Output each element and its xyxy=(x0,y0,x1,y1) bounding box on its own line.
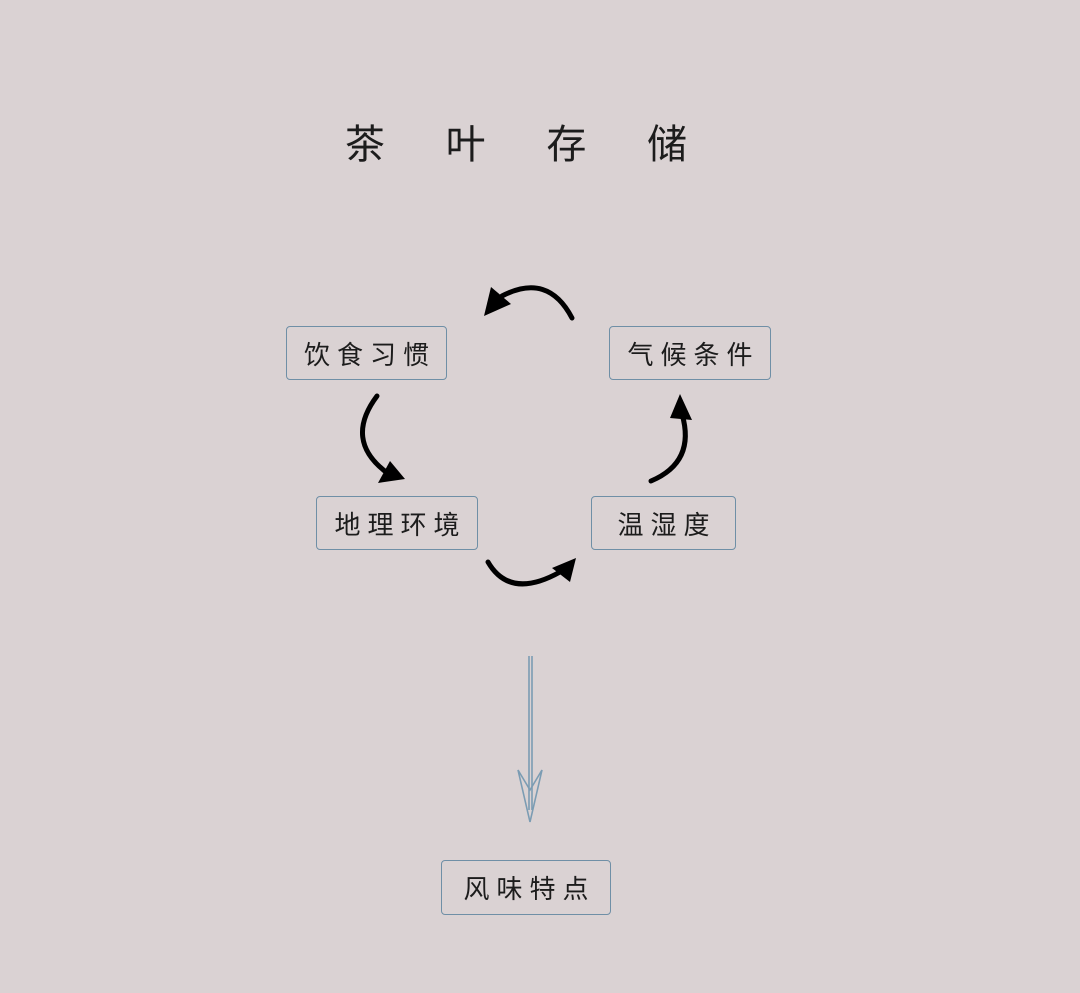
node-diet-habits: 饮食习惯 xyxy=(286,326,447,380)
cycle-arrow-top xyxy=(484,285,575,321)
node-diet-habits-label: 饮食习惯 xyxy=(303,340,436,371)
node-flavor-characteristics-label: 风味特点 xyxy=(463,875,596,905)
cycle-arrow-right xyxy=(648,394,692,484)
cycle-arrow-left xyxy=(360,393,405,483)
diagram-title: 茶 叶 存 储 xyxy=(344,122,712,168)
node-geographic-environment-label: 地理环境 xyxy=(334,510,467,541)
node-temperature-humidity: 温湿度 xyxy=(591,496,736,550)
node-flavor-characteristics: 风味特点 xyxy=(441,860,611,915)
down-arrow-to-flavor xyxy=(517,656,543,823)
cycle-arrow-bottom xyxy=(485,558,576,587)
node-geographic-environment: 地理环境 xyxy=(316,496,478,550)
node-temperature-humidity-label: 温湿度 xyxy=(617,510,717,541)
node-climate-conditions: 气候条件 xyxy=(609,326,771,380)
node-climate-conditions-label: 气候条件 xyxy=(627,340,760,371)
